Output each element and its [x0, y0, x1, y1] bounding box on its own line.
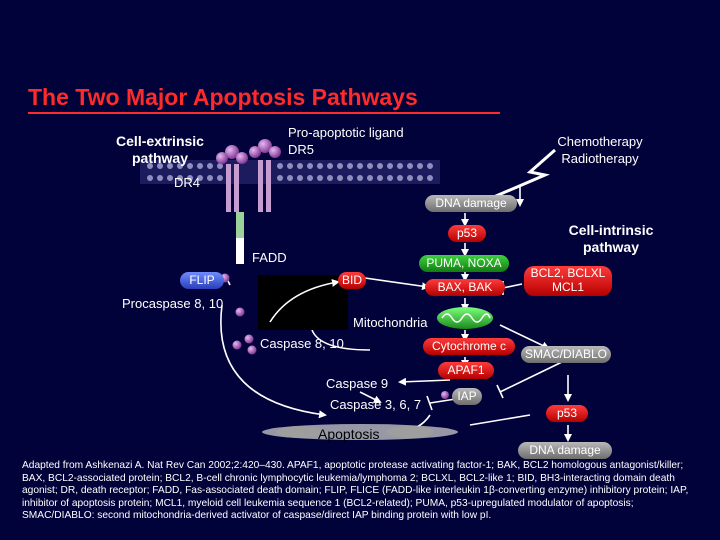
- cell-intrinsic-label: Cell-intrinsic pathway: [552, 222, 670, 256]
- chemo-radiotherapy-label: Chemotherapy Radiotherapy: [550, 133, 650, 167]
- mitochondria-organelle: [437, 307, 493, 329]
- apoptosis-label: Apoptosis: [318, 426, 379, 442]
- caspase-9-label: Caspase 9: [326, 376, 388, 391]
- p53-top: p53: [448, 225, 486, 242]
- cell-extrinsic-label: Cell-extrinsic pathway: [100, 133, 220, 167]
- puma-noxa-pill: PUMA, NOXA: [419, 255, 509, 272]
- dna-damage-top: DNA damage: [425, 195, 517, 212]
- iap-pill: IAP: [452, 388, 482, 405]
- p53-bottom: p53: [546, 405, 588, 422]
- apaf1-pill: APAF1: [438, 362, 494, 379]
- dna-damage-bottom: DNA damage: [518, 442, 612, 459]
- bcl2-pill: BCL2, BCLXL MCL1: [524, 266, 612, 296]
- caspase-3-6-7-label: Caspase 3, 6, 7: [330, 397, 421, 412]
- pro-apoptotic-ligand-label: Pro-apoptotic ligand DR5: [288, 124, 428, 158]
- smac-diablo-pill: SMAC/DIABLO: [521, 346, 611, 363]
- cytochrome-c-pill: Cytochrome c: [423, 338, 515, 355]
- flip-pill: FLIP: [180, 272, 224, 289]
- abbreviations-footnote: Adapted from Ashkenazi A. Nat Rev Can 20…: [22, 460, 702, 523]
- mitochondria-label: Mitochondria: [353, 315, 427, 330]
- fadd-label: FADD: [252, 250, 287, 265]
- bax-bak-pill: BAX, BAK: [425, 279, 505, 296]
- bid-pill: BID: [338, 272, 366, 289]
- dr4-label: DR4: [174, 175, 200, 190]
- procaspase-label: Procaspase 8, 10: [122, 296, 223, 311]
- caspase-8-10-label: Caspase 8, 10: [260, 336, 344, 351]
